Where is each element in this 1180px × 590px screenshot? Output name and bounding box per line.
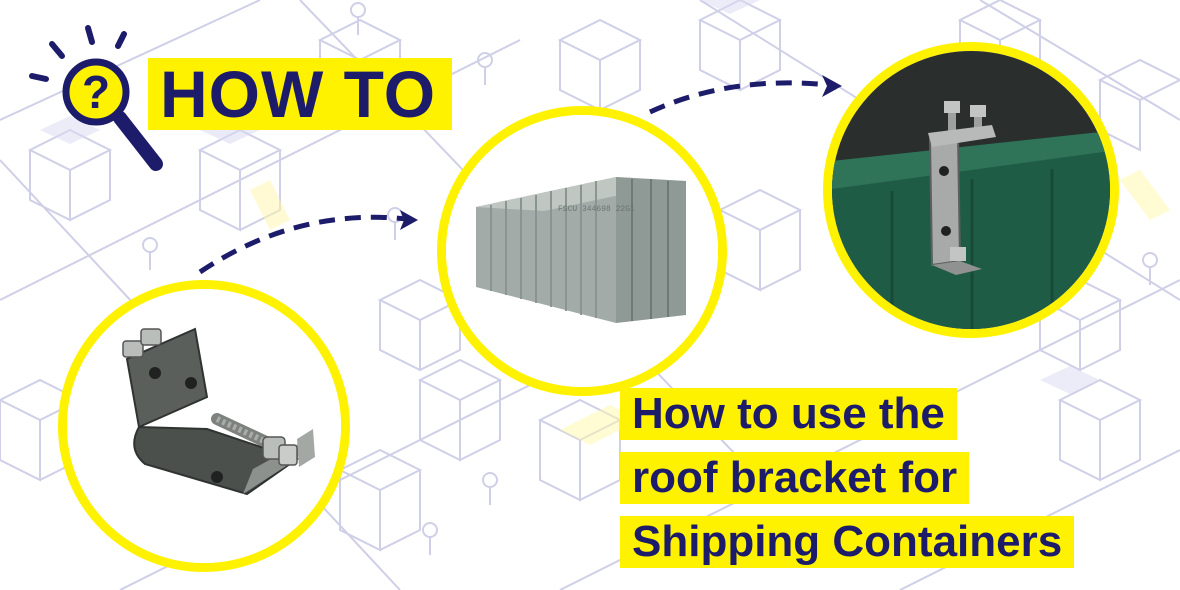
roof-bracket-image	[67, 289, 341, 563]
container-code-label: FSCU 344698 22G1	[558, 205, 635, 214]
container-photo: FSCU 344698 22G1	[437, 106, 727, 396]
caption-line-1: How to use the	[620, 388, 957, 440]
installed-bracket-photo	[823, 42, 1119, 338]
bracket-photo	[58, 280, 350, 572]
caption-block: How to use the roof bracket for Shipping…	[620, 388, 1075, 580]
how-to-badge: HOW TO	[148, 58, 453, 130]
shipping-container-image: FSCU 344698 22G1	[446, 115, 718, 387]
magnifier-question-icon: ?	[29, 25, 163, 171]
caption-line-2: roof bracket for	[620, 452, 970, 504]
caption-line-3: Shipping Containers	[620, 516, 1075, 568]
svg-text:?: ?	[82, 66, 110, 118]
installed-bracket-image	[832, 51, 1110, 329]
